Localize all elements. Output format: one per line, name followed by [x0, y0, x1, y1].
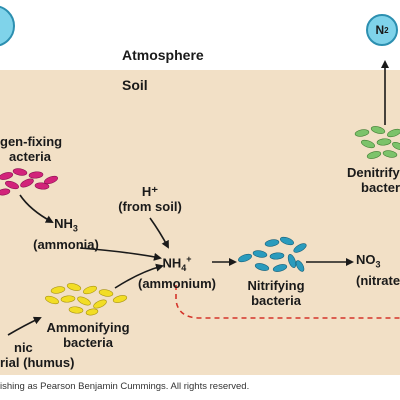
soil-region: [0, 70, 400, 375]
denitrifying-label: Denitrify bacter: [347, 165, 400, 195]
ammonifying-bacteria: [45, 283, 128, 316]
nh4-formula: NH4+: [162, 254, 192, 273]
n2-subscript: 2: [384, 25, 389, 35]
ammonium-label: NH4+ (ammonium): [132, 252, 222, 291]
nitrifying-line1: Nitrifying: [247, 278, 305, 293]
ammonia-label: NH3 (ammonia): [26, 216, 106, 252]
nitrogen-fixing-bacteria: [0, 168, 58, 196]
left-n2-circle: [0, 5, 15, 47]
nitrate-label: NO3 (nitrate: [356, 252, 400, 288]
arrow-ammonifying-to-nh4: [114, 263, 164, 289]
arrow-fixing-to-nh3: [19, 194, 54, 223]
denitrifying-line1: Denitrify: [347, 165, 400, 180]
arrow-h-to-nh4: [149, 217, 169, 249]
nh3-formula: NH3: [54, 216, 78, 234]
ammonia-text: (ammonia): [33, 236, 99, 252]
nitrogen-fixing-line2: acteria: [9, 149, 51, 164]
nitrate-text: (nitrate: [356, 272, 400, 288]
from-soil-text: (from soil): [118, 199, 182, 214]
atmosphere-label: Atmosphere: [122, 47, 204, 63]
soil-label: Soil: [122, 77, 148, 93]
ammonifying-line2: bacteria: [63, 335, 113, 350]
nitrogen-fixing-line1: gen-fixing: [0, 134, 63, 149]
denitrifying-bacteria: [354, 126, 400, 159]
organic-line1: nic: [14, 340, 33, 355]
nitrifying-line2: bacteria: [251, 293, 301, 308]
organic-line2: rial (humus): [0, 355, 75, 370]
ammonium-text: (ammonium): [138, 275, 216, 291]
h-plus-label: H⁺ (from soil): [110, 184, 190, 214]
nitrifying-label: Nitrifying bacteria: [236, 278, 316, 308]
nitrifying-bacteria: [238, 236, 307, 272]
atmosphere-region: [0, 0, 400, 70]
dashed-uptake-line: [175, 285, 400, 319]
arrow-nh3-to-nh4: [79, 247, 162, 261]
arrow-organic-to-ammonifying: [7, 316, 42, 336]
organic-material-label: nic rial (humus): [0, 340, 74, 370]
nitrogen-fixing-label: gen-fixing acteria: [0, 134, 63, 164]
copyright-text: ishing as Pearson Benjamin Cummings. All…: [0, 381, 250, 392]
no3-formula: NO3: [356, 252, 381, 270]
h-plus-symbol: H⁺: [141, 184, 159, 199]
denitrifying-line2: bacter: [361, 180, 400, 195]
n2-label: N: [375, 23, 385, 37]
ammonifying-label: Ammonifying bacteria: [38, 320, 138, 350]
ammonifying-line1: Ammonifying: [46, 320, 130, 335]
